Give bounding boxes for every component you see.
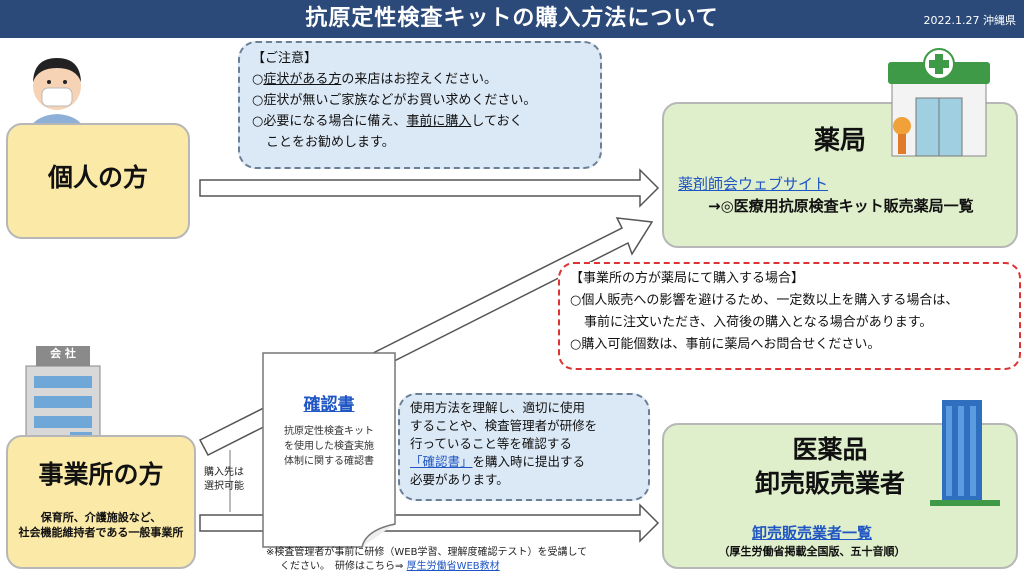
confirmation-desc3: 体制に関する確認書 <box>284 456 374 467</box>
business-sub-line1: 保育所、介護施設など、 <box>40 511 162 524</box>
company-sign: 会 社 <box>50 347 76 360</box>
wholesaler-label: 医薬品 卸売販売業者 <box>720 433 940 501</box>
notice-text: 【ご注意】 ○症状がある方の来店はお控えください。 ○症状が無いご家族などがお買… <box>252 48 597 153</box>
notice-line4: ことをお勧めします。 <box>266 135 395 150</box>
individual-box <box>6 123 190 239</box>
usage-line3: 行っていること等を確認する <box>410 436 572 451</box>
business-box <box>6 435 196 569</box>
notice-bubble <box>238 41 602 169</box>
usage-line5: 必要があります。 <box>410 472 509 487</box>
notice-title: 【ご注意】 <box>252 51 318 66</box>
business-note-bubble <box>558 262 1021 370</box>
choice-line2: 選択可能 <box>204 481 244 492</box>
skyscraper-icon <box>930 396 1000 506</box>
business-label: 事業所の方 <box>38 460 164 489</box>
usage-bubble <box>398 393 650 501</box>
business-note-title: 【事業所の方が薬局にて購入する場合】 <box>570 271 805 286</box>
header-bar <box>0 0 1024 38</box>
pharmacy-list-text: →◎医療用抗原検査キット販売薬局一覧 <box>708 197 974 215</box>
arrow-individual-to-pharmacy <box>199 168 660 208</box>
business-note-text: 【事業所の方が薬局にて購入する場合】 ○個人販売への影響を避けるため、一定数以上… <box>570 268 1015 356</box>
wholesaler-label1: 医薬品 <box>792 435 868 464</box>
confirmation-link[interactable]: 確認書 <box>303 395 355 415</box>
wholesaler-list-link[interactable]: 卸売販売業者一覧 <box>751 524 872 542</box>
confirmation-document-icon <box>262 352 396 548</box>
usage-confirmation-link[interactable]: 「確認書」 <box>410 454 473 469</box>
business-note-line2: 事前に注文いただき、入荷後の購入となる場合があります。 <box>584 315 933 330</box>
usage-line4: 「確認書」を購入時に提出する <box>410 454 586 469</box>
confirmation-desc1: 抗原定性検査キット <box>284 426 374 437</box>
notice-line1: ○症状がある方の来店はお控えください。 <box>252 72 497 87</box>
pharmacy-building-icon <box>880 48 1000 160</box>
footnote-line2: ください。 研修はこちら⇒ 厚生労働省WEB教材 <box>280 561 500 572</box>
notice-line2: ○症状が無いご家族などがお買い求めください。 <box>252 93 537 108</box>
wholesaler-sub: （厚生労働省掲載全国版、五十音順） <box>718 545 906 558</box>
usage-line1: 使用方法を理解し、適切に使用 <box>410 400 586 415</box>
usage-text: 使用方法を理解し、適切に使用 することや、検査管理者が研修を 行っていること等を… <box>410 399 646 489</box>
pharmacy-association-link[interactable]: 薬剤師会ウェブサイト <box>678 175 829 193</box>
choice-text: 購入先は 選択可能 <box>204 466 244 494</box>
footnote-line1: ※検査管理者が事前に研修（WEB学習、理解度確認テスト）を受講して <box>266 547 588 558</box>
header-date: 2022.1.27 沖縄県 <box>923 14 1016 27</box>
business-sub: 保育所、介護施設など、 社会機能維持者である一般事業所 <box>6 510 196 540</box>
business-note-line3: ○購入可能個数は、事前に薬局へお問合せください。 <box>570 337 881 352</box>
usage-line2: することや、検査管理者が研修を <box>410 418 598 433</box>
pharmacy-label: 薬局 <box>813 126 866 156</box>
choice-line1: 購入先は <box>204 467 244 478</box>
confirmation-desc: 抗原定性検査キット を使用した検査実施 体制に関する確認書 <box>262 424 396 469</box>
business-sub-line2: 社会機能維持者である一般事業所 <box>18 526 184 539</box>
business-note-line1: ○個人販売への影響を避けるため、一定数以上を購入する場合は、 <box>570 293 959 308</box>
mhlw-training-link[interactable]: 厚生労働省WEB教材 <box>406 561 500 572</box>
wholesaler-label2: 卸売販売業者 <box>754 469 905 498</box>
confirmation-desc2: を使用した検査実施 <box>284 441 374 452</box>
footnote: ※検査管理者が事前に研修（WEB学習、理解度確認テスト）を受講して ください。 … <box>266 546 587 574</box>
individual-label: 個人の方 <box>47 163 148 192</box>
page-title: 抗原定性検査キットの購入方法について <box>305 6 719 31</box>
notice-line3: ○必要になる場合に備え、事前に購入しておく <box>252 114 523 129</box>
